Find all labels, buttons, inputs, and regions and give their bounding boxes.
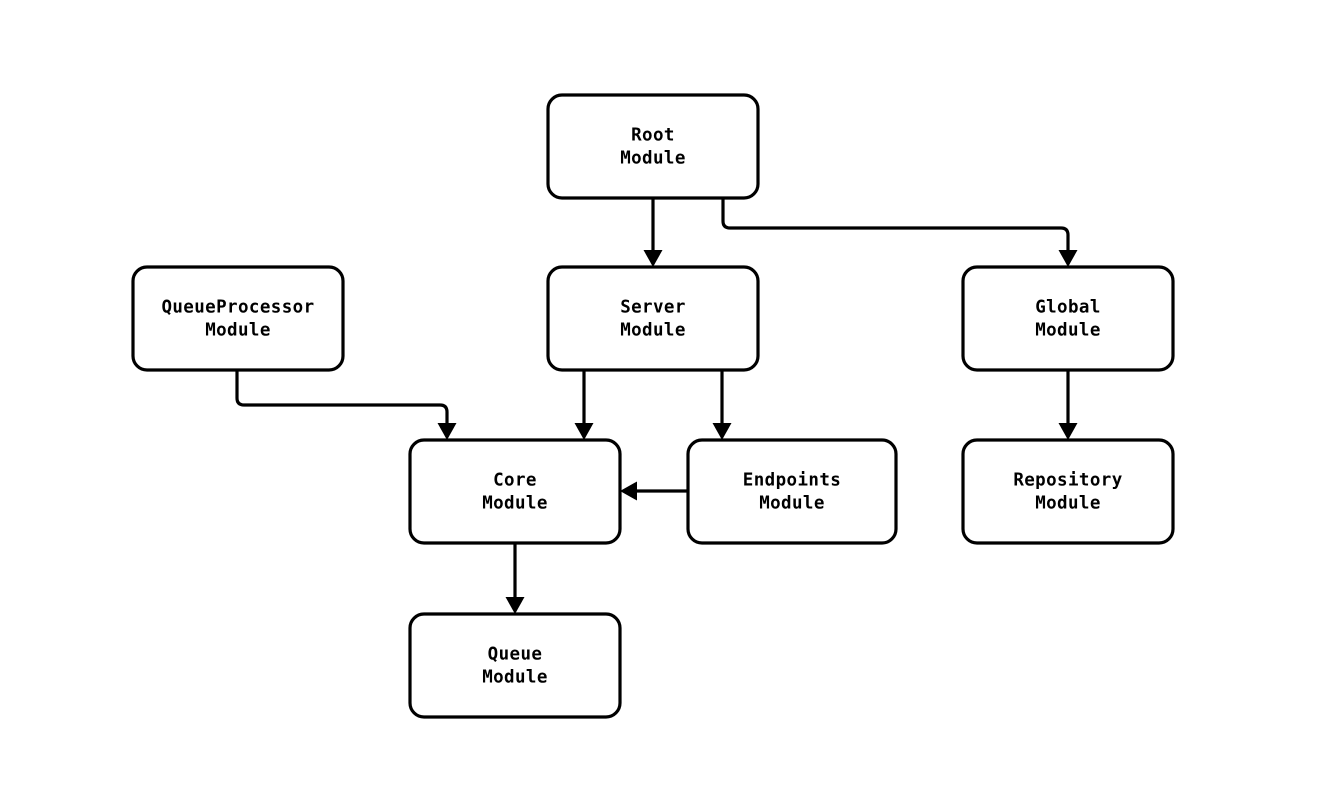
- endpoints-module-node-rect[interactable]: [686, 438, 898, 545]
- global-module-node-rect[interactable]: [961, 265, 1175, 372]
- edge-global-to-repository: [1058, 370, 1078, 440]
- queueprocessor-module-node-label-line2: Module: [205, 321, 271, 341]
- global-module-node-label-line1: Global: [1035, 298, 1101, 318]
- global-module-node-label-line2: Module: [1035, 321, 1101, 341]
- edge-server-to-core: [574, 370, 594, 440]
- server-module-node-label-line2: Module: [620, 321, 686, 341]
- server-module-node-rect[interactable]: [546, 265, 760, 372]
- queueprocessor-module-node-label-line1: QueueProcessor: [161, 298, 314, 318]
- queue-module-node-label-line2: Module: [482, 668, 548, 688]
- edge-root-to-global: [721, 198, 1078, 267]
- queue-module-node-rect[interactable]: [408, 612, 622, 719]
- edge-global-to-repository-arrowhead-icon: [1058, 423, 1078, 440]
- edge-root-to-server-arrowhead-icon: [643, 250, 663, 267]
- root-module-node-label-line1: Root: [631, 126, 675, 146]
- edge-core-to-queue-arrowhead-icon: [505, 597, 525, 614]
- edge-queueprocessor-to-core-line: [235, 370, 449, 423]
- edge-root-to-global-arrowhead-icon: [1058, 250, 1078, 267]
- root-module-node-label-line2: Module: [620, 149, 686, 169]
- endpoints-module-node-label-line2: Module: [759, 494, 825, 514]
- core-module-node-label-line1: Core: [493, 471, 537, 491]
- edge-root-to-server: [643, 198, 663, 267]
- repository-module-node-rect[interactable]: [961, 438, 1175, 545]
- core-module-node-rect[interactable]: [408, 438, 622, 545]
- server-module-node-label-line1: Server: [620, 298, 686, 318]
- queue-module-node-label-line1: Queue: [488, 645, 543, 665]
- repository-module-node-label-line1: Repository: [1013, 471, 1122, 491]
- edge-server-to-endpoints-arrowhead-icon: [712, 423, 732, 440]
- queueprocessor-module-node-rect[interactable]: [131, 265, 345, 372]
- edge-server-to-endpoints: [712, 370, 732, 440]
- edge-queueprocessor-to-core-arrowhead-icon: [437, 423, 457, 440]
- edge-server-to-core-arrowhead-icon: [574, 423, 594, 440]
- root-module-node-rect[interactable]: [546, 93, 760, 200]
- edges-layer: [235, 198, 1078, 614]
- edge-endpoints-to-core-arrowhead-icon: [620, 481, 637, 501]
- endpoints-module-node-label-line1: Endpoints: [743, 471, 841, 491]
- edge-queueprocessor-to-core: [235, 370, 457, 440]
- edge-endpoints-to-core: [620, 481, 688, 501]
- edge-root-to-global-line: [721, 198, 1070, 250]
- nodes-layer: RootModuleQueueProcessorModuleServerModu…: [131, 93, 1175, 719]
- repository-module-node-label-line2: Module: [1035, 494, 1101, 514]
- core-module-node-label-line2: Module: [482, 494, 548, 514]
- edge-core-to-queue: [505, 543, 525, 614]
